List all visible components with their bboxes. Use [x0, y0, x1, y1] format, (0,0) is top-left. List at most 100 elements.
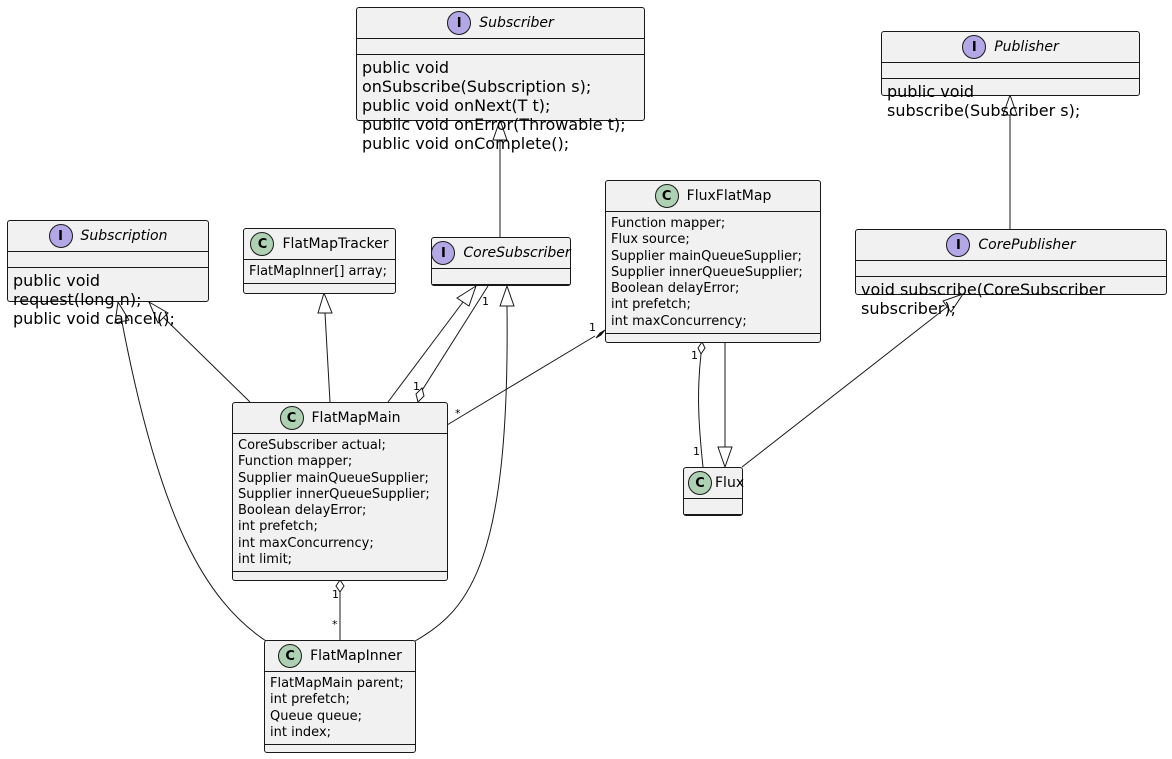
field: Supplier innerQueueSupplier; [611, 264, 803, 280]
multiplicity-label: 1 [413, 380, 420, 393]
field: int prefetch; [238, 519, 318, 535]
arrowhead-corepublisher [942, 293, 965, 313]
methods-compartment [606, 334, 820, 342]
class-name: Flux [715, 475, 745, 491]
field: Supplier innerQueueSupplier; [238, 486, 430, 502]
field: Function mapper; [238, 454, 353, 470]
method: public void onComplete(); [362, 134, 570, 153]
interface-icon: I [48, 224, 73, 248]
class-name: FlatMapTracker [282, 236, 389, 252]
class-name: CorePublisher [978, 237, 1076, 253]
class-flatmapinner[interactable]: C FlatMapInner FlatMapMain parent; int pr… [264, 640, 416, 753]
edge-fluxflatmap-aggregates-flux [698, 353, 704, 468]
multiplicity-label: * [332, 618, 338, 631]
class-corepublisher[interactable]: I CorePublisher void subscribe(CoreSubscr… [855, 229, 1167, 318]
edge-flatmapmain-aggregates-coresubscriber [420, 285, 489, 393]
arrowhead-flatmaptracker [317, 291, 333, 314]
field: Flux source; [611, 232, 690, 248]
arrowhead-subscriber [492, 118, 508, 141]
methods-compartment [432, 285, 570, 293]
class-name: Publisher [994, 39, 1059, 55]
methods-compartment [684, 515, 742, 523]
method: public void onError(Throwable t); [362, 115, 626, 134]
multiplicity-label: * [455, 407, 461, 420]
method: public void request(long n); [13, 271, 142, 309]
arrowhead-subscription-main [147, 300, 169, 324]
class-name: Subscription [80, 228, 168, 244]
edge-flatmapinner-implements-coresubscriber [414, 305, 508, 642]
fields-compartment: Function mapper; Flux source; Supplier m… [606, 212, 820, 335]
class-icon: C [278, 644, 303, 668]
field: CoreSubscriber actual; [238, 438, 386, 453]
field: Function mapper; [611, 216, 726, 231]
method: public void cancel(); [13, 309, 175, 328]
methods-compartment: void subscribe(CoreSubscriber subscriber… [856, 277, 1166, 321]
fields-compartment [357, 39, 644, 55]
methods-compartment: public void request(long n); public void… [8, 268, 208, 331]
edge-flatmapmain-implements-subscription [162, 316, 251, 403]
edge-fluxflatmap-composes-flatmapmain [446, 335, 596, 426]
field: Supplier mainQueueSupplier; [611, 248, 802, 264]
methods-compartment: public void onSubscribe(Subscription s);… [357, 55, 644, 156]
multiplicity-label: 1 [691, 349, 698, 362]
arrowhead-coresubscriber-main [456, 284, 477, 307]
field: Queue queue; [270, 708, 362, 724]
aggregation-diamond-inner [335, 579, 345, 593]
field: int prefetch; [270, 692, 350, 708]
method: public void subscribe(Subscriber s); [887, 82, 1081, 120]
multiplicity-label: 1 [482, 295, 489, 308]
arrowhead-publisher [1002, 93, 1018, 116]
arrowhead-flux-from-fluxflatmap [717, 446, 733, 469]
field: FlatMapInner[] array; [249, 264, 387, 279]
class-subscription[interactable]: I Subscription public void request(long n… [7, 220, 209, 328]
fields-compartment: FlatMapMain parent; int prefetch; Queue … [265, 672, 415, 746]
field: int maxConcurrency; [238, 535, 374, 551]
method: public void onSubscribe(Subscription s); [362, 58, 592, 96]
class-icon: C [688, 471, 712, 495]
class-publisher[interactable]: I Publisher public void subscribe(Subscri… [881, 31, 1140, 120]
class-coresubscriber[interactable]: I CoreSubscriber [431, 237, 571, 286]
methods-compartment [265, 745, 415, 753]
fields-compartment: FlatMapInner[] array; [244, 260, 395, 285]
fields-compartment: CoreSubscriber actual; Function mapper; … [233, 434, 447, 573]
arrowhead-subscription-inner [114, 300, 130, 324]
methods-compartment [233, 572, 447, 580]
class-flatmaptracker[interactable]: C FlatMapTracker FlatMapInner[] array; [243, 228, 396, 294]
class-icon: C [250, 232, 275, 256]
fields-compartment [882, 63, 1139, 79]
class-name: CoreSubscriber [463, 245, 571, 261]
class-name: FlatMapMain [311, 410, 401, 426]
field: Boolean delayError; [238, 503, 367, 519]
field: int index; [270, 724, 332, 740]
edge-flatmapmain-extends-flatmaptracker [324, 312, 331, 403]
aggregation-diamond-main [415, 387, 425, 403]
methods-compartment [244, 284, 395, 292]
multiplicity-label: 1 [589, 321, 596, 334]
edge-flatmapinner-implements-subscription [121, 321, 267, 642]
interface-icon: I [962, 35, 987, 59]
multiplicity-label: 1 [693, 445, 700, 458]
field: Boolean delayError; [611, 281, 740, 297]
field: FlatMapMain parent; [270, 676, 404, 691]
edge-flux-implements-corepublisher [741, 306, 948, 468]
method: void subscribe(CoreSubscriber subscriber… [861, 280, 1106, 318]
field: Supplier mainQueueSupplier; [238, 470, 429, 486]
fields-compartment [8, 252, 208, 268]
field: int maxConcurrency; [611, 313, 747, 329]
edge-flatmapmain-implements-coresubscriber [387, 301, 464, 403]
interface-icon: I [946, 233, 971, 257]
field: int prefetch; [611, 297, 691, 313]
arrowhead-coresubscriber-inner [499, 284, 515, 307]
interface-icon: I [431, 241, 456, 265]
multiplicity-label: 1 [332, 588, 339, 601]
fields-compartment [684, 499, 742, 515]
aggregation-diamond-flux [697, 341, 706, 355]
fields-compartment [432, 269, 570, 285]
interface-icon: I [447, 11, 472, 35]
class-name: FlatMapInner [310, 648, 402, 664]
